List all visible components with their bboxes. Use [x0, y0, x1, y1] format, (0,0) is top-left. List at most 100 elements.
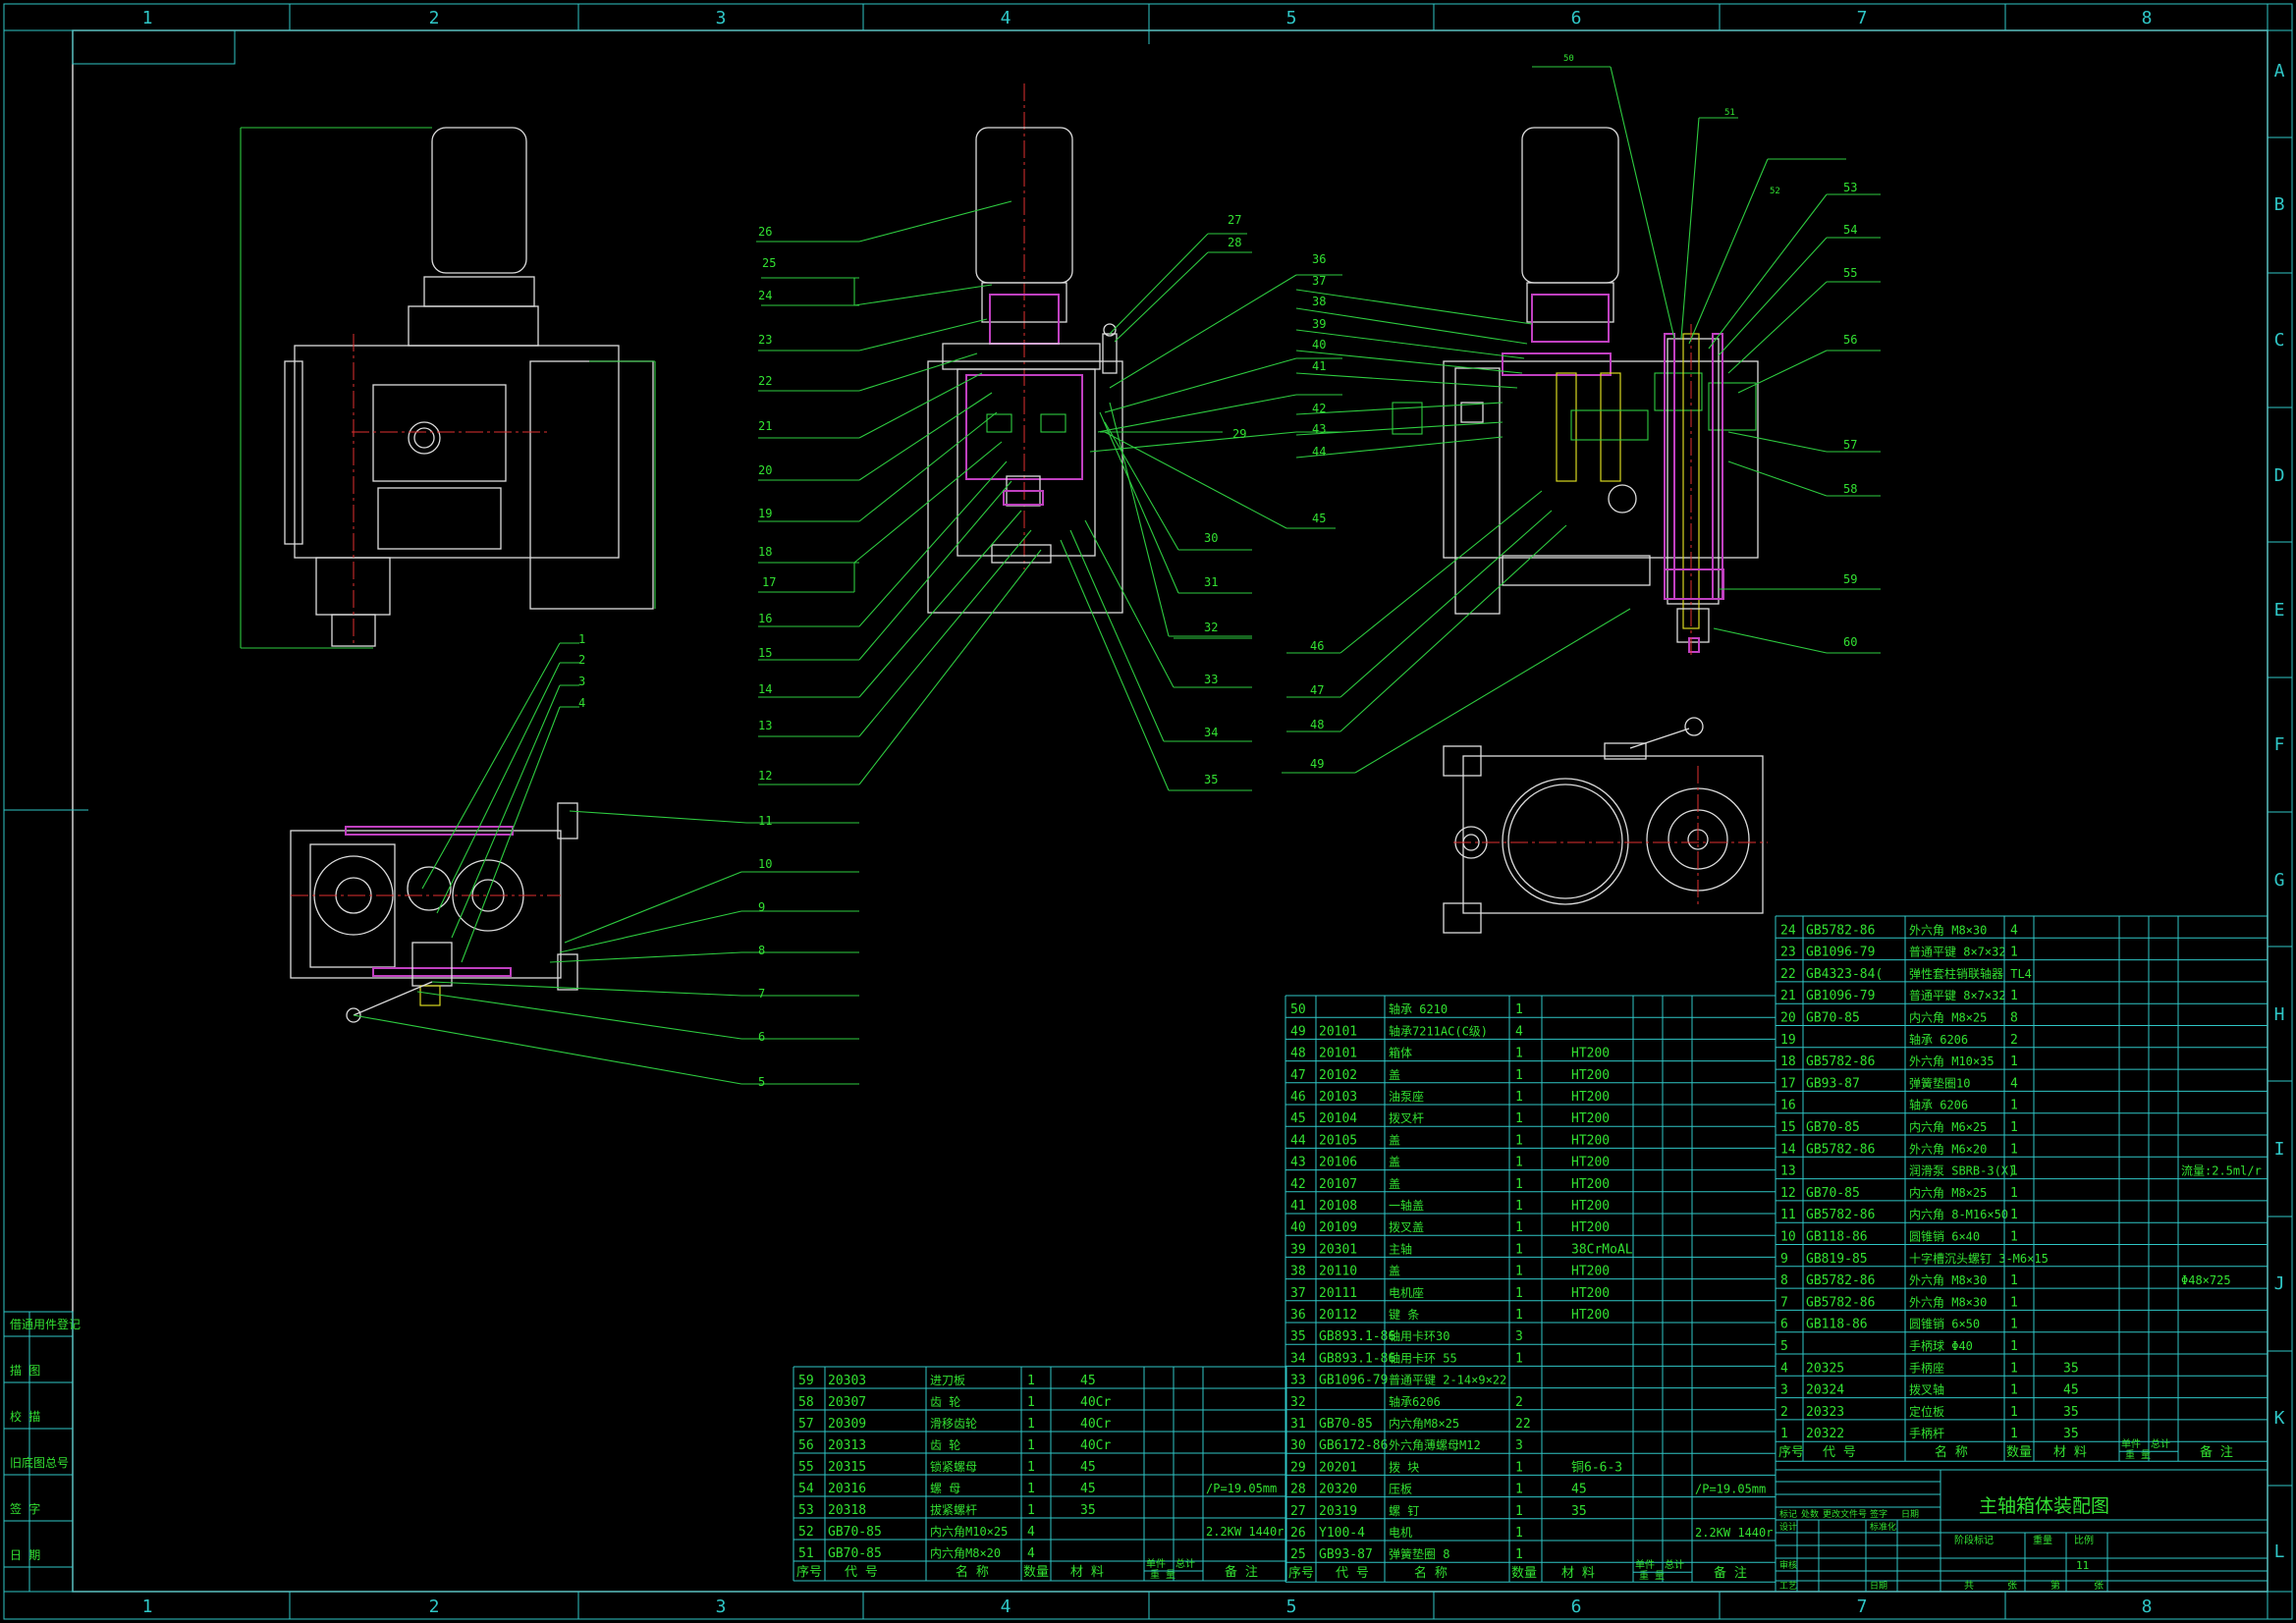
bom-material: 40Cr	[1080, 1395, 1111, 1410]
callout-11: 11	[758, 814, 772, 828]
bom-material: 40Cr	[1080, 1438, 1111, 1453]
bom-code: GB6172-86	[1319, 1438, 1388, 1453]
bom-material: HT200	[1571, 1111, 1610, 1126]
callout-30: 30	[1204, 531, 1218, 545]
callout-54: 54	[1843, 223, 1857, 237]
bom-material: HT200	[1571, 1308, 1610, 1323]
bom-qty: 1	[1515, 1133, 1523, 1148]
zone-col-top: 1	[142, 8, 153, 28]
callout-4: 4	[578, 696, 585, 710]
bom-name: 普通平键 2-14×9×22	[1389, 1374, 1506, 1387]
bom-code: GB5782-86	[1806, 1273, 1875, 1288]
zone-col-top: 5	[1286, 8, 1297, 28]
zone-col-bottom: 5	[1286, 1596, 1297, 1617]
bom-name: 箱体	[1389, 1046, 1412, 1060]
bom-no: 36	[1290, 1308, 1306, 1323]
bom-material: 40Cr	[1080, 1417, 1111, 1432]
callout-21: 21	[758, 419, 772, 433]
bom-name: 拔紧螺杆	[930, 1502, 977, 1517]
exterior-view	[240, 127, 656, 649]
bom-code: 20323	[1806, 1405, 1844, 1420]
outer-border	[3, 3, 2293, 1620]
zone-row: E	[2274, 600, 2285, 621]
stamp-label: 签 字	[10, 1501, 40, 1516]
bom-remark: /P=19.05mm	[1206, 1482, 1277, 1495]
callout-12: 12	[758, 769, 772, 783]
bom-header-name: 名 称	[956, 1564, 989, 1580]
tb-sheet-row: 张	[2007, 1580, 2017, 1592]
callout-50: 50	[1563, 54, 1574, 64]
bom-no: 5	[1780, 1339, 1788, 1354]
bom-code: 20101	[1319, 1047, 1357, 1061]
bom-qty: 1	[2010, 1273, 2018, 1288]
zone-row: I	[2274, 1139, 2285, 1160]
bom-no: 4	[1780, 1361, 1788, 1376]
bom-header-total: 总计	[1175, 1557, 1195, 1570]
bom-name: 齿 轮	[930, 1395, 960, 1409]
bom-header-remark: 备 注	[2200, 1444, 2233, 1460]
callout-23: 23	[758, 333, 772, 347]
bom-name: 拨 块	[1389, 1460, 1419, 1474]
tb-rev-label: 更改文件号	[1823, 1508, 1867, 1520]
bom-qty: 1	[2010, 1230, 2018, 1245]
bom-no: 48	[1290, 1047, 1306, 1061]
zone-row: C	[2274, 330, 2285, 351]
bom-remark: 流量:2.5ml/r	[2181, 1164, 2262, 1178]
bom-no: 26	[1290, 1526, 1306, 1541]
bom-code: 20201	[1319, 1460, 1357, 1475]
bom-qty: 1	[2010, 1186, 2018, 1201]
bom-code: 20322	[1806, 1427, 1844, 1441]
bom-material: HT200	[1571, 1199, 1610, 1214]
bom-name: 键 条	[1389, 1308, 1419, 1322]
inner-border	[72, 29, 2269, 1593]
bom-code: GB70-85	[828, 1546, 882, 1561]
bom-qty: 1	[1515, 1286, 1523, 1301]
bom-no: 15	[1780, 1120, 1796, 1135]
callout-47: 47	[1310, 683, 1324, 697]
bom-no: 34	[1290, 1351, 1306, 1366]
callout-7: 7	[758, 987, 765, 1001]
bom-header-remark: 备 注	[1225, 1564, 1258, 1580]
bom-header-remark: 备 注	[1714, 1565, 1747, 1581]
stamp-label: 日 期	[10, 1548, 40, 1562]
bom-code: GB1096-79	[1806, 946, 1875, 960]
bom-name: 盖	[1389, 1133, 1400, 1147]
bom-material: HT200	[1571, 1090, 1610, 1105]
bom-name: 外六角 M8×30	[1909, 1273, 1987, 1287]
bom-qty: 1	[1515, 1090, 1523, 1105]
callout-labels: 1234567891011121314151617181920212223242…	[578, 54, 1857, 1089]
callout-9: 9	[758, 900, 765, 914]
bom-code: 20109	[1319, 1220, 1357, 1235]
bom-qty: 1	[2010, 946, 2018, 960]
gear-plan-view	[290, 802, 578, 1023]
bom-code: 20309	[828, 1417, 866, 1432]
bom-header-weight: 重 量	[1639, 1569, 1665, 1582]
bom-material: 铜6-6-3	[1571, 1460, 1622, 1475]
bom-no: 18	[1780, 1055, 1796, 1069]
bom-name: 轴承6206	[1389, 1394, 1441, 1409]
bom-no: 45	[1290, 1111, 1306, 1126]
bom-code: GB1096-79	[1806, 989, 1875, 1003]
tb-sheet-row: 第	[2050, 1579, 2060, 1592]
bom-name: 润滑泵 SBRB-3(X)	[1909, 1164, 2015, 1178]
bom-name: 外六角薄螺母M12	[1389, 1437, 1481, 1452]
bom-code: GB5782-86	[1806, 1142, 1875, 1157]
bom-code: 20315	[828, 1460, 866, 1475]
bom-code: 20325	[1806, 1361, 1844, 1376]
bom-name: 拨叉盖	[1389, 1220, 1424, 1234]
bom-no: 13	[1780, 1164, 1796, 1179]
bom-material: 38CrMoAL	[1571, 1242, 1633, 1257]
bom-header-qty: 数量	[1511, 1566, 1537, 1581]
bom-code: GB5782-86	[1806, 1055, 1875, 1069]
bom-name: 盖	[1389, 1068, 1400, 1082]
bom-no: 12	[1780, 1186, 1796, 1201]
bom-material: HT200	[1571, 1286, 1610, 1301]
bom-qty: 1	[2010, 1142, 2018, 1157]
bom-no: 39	[1290, 1242, 1306, 1257]
bom-qty: 1	[2010, 1405, 2018, 1420]
bom-header-no: 序号	[796, 1565, 822, 1580]
tb-sheet-row: 共	[1964, 1580, 1974, 1592]
bom-no: 51	[798, 1546, 814, 1561]
bom-name: 内六角M8×25	[1389, 1417, 1459, 1431]
